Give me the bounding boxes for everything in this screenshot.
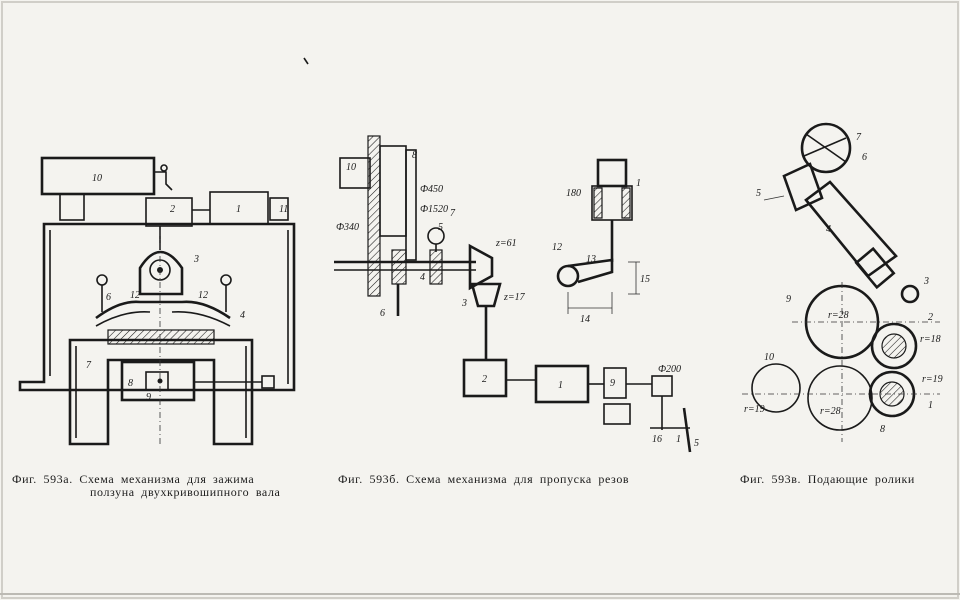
fig-c-label: 2: [928, 312, 933, 323]
fig-b-label: z=61: [495, 238, 517, 249]
fig-c-label: r=18: [920, 334, 941, 345]
fig-b-label: 13: [586, 254, 596, 265]
fig-b-label: Ф340: [336, 222, 359, 233]
caption-fig-593b: Фиг. 593б. Схема механизма для пропуска …: [338, 472, 630, 486]
fig-b-label: 3: [461, 298, 467, 309]
fig-b-label: 9: [610, 378, 615, 389]
fig-b-label: 16: [652, 434, 662, 445]
fig-a-label: 9: [146, 392, 151, 403]
diagram-fig-593b: 10 8 Ф450 Ф1520 7 6 4 5 Ф340 z=61 z=17 3…: [334, 135, 699, 453]
fig-b-label: 5: [694, 438, 699, 449]
fig-a-label: 10: [92, 173, 102, 184]
caption-line: ползуна двухкривошипного вала: [90, 485, 281, 499]
fig-b-label: 180: [566, 188, 581, 199]
fig-a-label: 11: [279, 204, 288, 215]
fig-c-label: r=28: [828, 310, 849, 321]
fig-c-label: 4: [826, 224, 831, 235]
fig-b-label: 4: [420, 272, 425, 283]
fig-b-label: Ф1520: [420, 204, 448, 215]
fig-a-label: 8: [128, 378, 133, 389]
fig-a-label: 12: [130, 290, 140, 301]
fig-b-label: 14: [580, 314, 590, 325]
fig-a-label: 1: [236, 204, 241, 215]
fig-c-label: 10: [764, 352, 774, 363]
fig-b-label: 5: [438, 222, 443, 233]
fig-a-label: 4: [240, 310, 245, 321]
fig-b-label: 1: [558, 380, 563, 391]
fig-b-label: 6: [380, 308, 385, 319]
fig-b-label: 10: [346, 162, 356, 173]
fig-b-label: 1: [676, 434, 681, 445]
fig-a-label: 2: [170, 204, 175, 215]
fig-c-label: 9: [786, 294, 791, 305]
fig-c-label: 7: [856, 132, 862, 143]
diagram-fig-593c: 7 6 5 4 3 r=28 2 r=18 9 r=19 10 r=19 r=2…: [742, 122, 943, 442]
fig-b-label: 8: [412, 150, 417, 161]
fig-b-label: 1: [636, 178, 641, 189]
fig-c-label: 1: [928, 400, 933, 411]
fig-b-label: 12: [552, 242, 562, 253]
fig-b-label: Ф450: [420, 184, 443, 195]
fig-c-label: 3: [923, 276, 929, 287]
fig-c-label: 5: [756, 188, 761, 199]
fig-a-label: 12: [198, 290, 208, 301]
caption-line: Фиг. 593а. Схема механизма для зажима: [12, 472, 255, 486]
fig-c-label: 8: [880, 424, 885, 435]
fig-c-label: r=19: [744, 404, 765, 415]
fig-b-label: 15: [640, 274, 650, 285]
fig-b-label: 7: [450, 208, 456, 219]
fig-c-label: r=28: [820, 406, 841, 417]
fig-b-label: 2: [482, 374, 487, 385]
diagram-fig-593a: 10 2 1 11 3 6 12 12 4 7: [18, 156, 296, 446]
fig-b-label: Ф200: [658, 364, 681, 375]
caption-fig-593a: Фиг. 593а. Схема механизма для зажима по…: [12, 473, 312, 499]
fig-c-label: 6: [862, 152, 867, 163]
fig-c-label: r=19: [922, 374, 943, 385]
fig-b-label: z=17: [503, 292, 526, 303]
fig-a-label: 6: [106, 292, 111, 303]
fig-a-label: 3: [193, 254, 199, 265]
caption-fig-593c: Фиг. 593в. Подающие ролики: [740, 472, 915, 486]
fig-a-label: 7: [86, 360, 92, 371]
